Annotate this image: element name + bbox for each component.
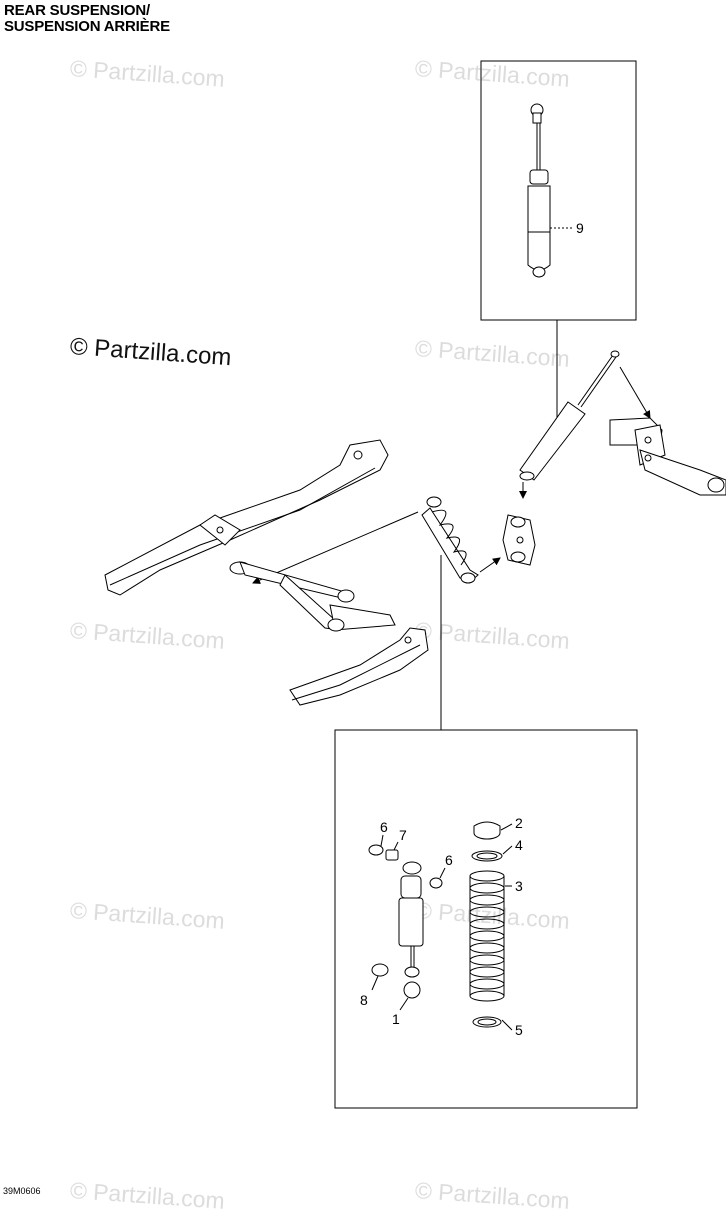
diagram-title: REAR SUSPENSION/ SUSPENSION ARRIÈRE: [4, 3, 170, 35]
callout-5: 5: [515, 1022, 523, 1038]
bushing-part-8: [371, 963, 389, 977]
callout-3: 3: [515, 878, 523, 894]
detail-box-coil-shock: [334, 729, 638, 1109]
spring-stopper-part-2: [473, 821, 501, 840]
callout-6-top: 6: [380, 819, 388, 835]
coil-over-shock: [421, 496, 479, 584]
callout-6-right: 6: [445, 852, 453, 868]
callout-7: 7: [399, 827, 407, 843]
rear-arm-bracket: [609, 417, 726, 496]
damper-part-1: [398, 861, 424, 999]
callout-8: 8: [360, 992, 368, 1008]
shock-absorber-part-9: [527, 103, 551, 278]
center-linkage: [502, 514, 536, 566]
slide-rail-lower: [289, 627, 429, 706]
bushing-part-6-top: [368, 844, 384, 856]
callout-4: 4: [515, 837, 523, 853]
suspension-arm: [229, 561, 396, 632]
title-line-english: REAR SUSPENSION/: [4, 2, 150, 19]
slide-rail-upper: [104, 439, 389, 596]
title-line-french: SUSPENSION ARRIÈRE: [4, 18, 170, 35]
detail-box-shock: [480, 60, 637, 321]
sleeve-part-7: [385, 849, 399, 861]
spring-washer-part-4: [471, 850, 503, 862]
installed-shock: [519, 350, 620, 481]
callout-2: 2: [515, 815, 523, 831]
spring-seat-part-5: [472, 1016, 502, 1028]
bushing-part-6-right: [429, 877, 443, 889]
callout-1: 1: [392, 1011, 400, 1027]
callout-9: 9: [576, 220, 584, 236]
coil-spring-part-3: [469, 870, 505, 1002]
diagram-code: 39M0606: [3, 1186, 41, 1196]
